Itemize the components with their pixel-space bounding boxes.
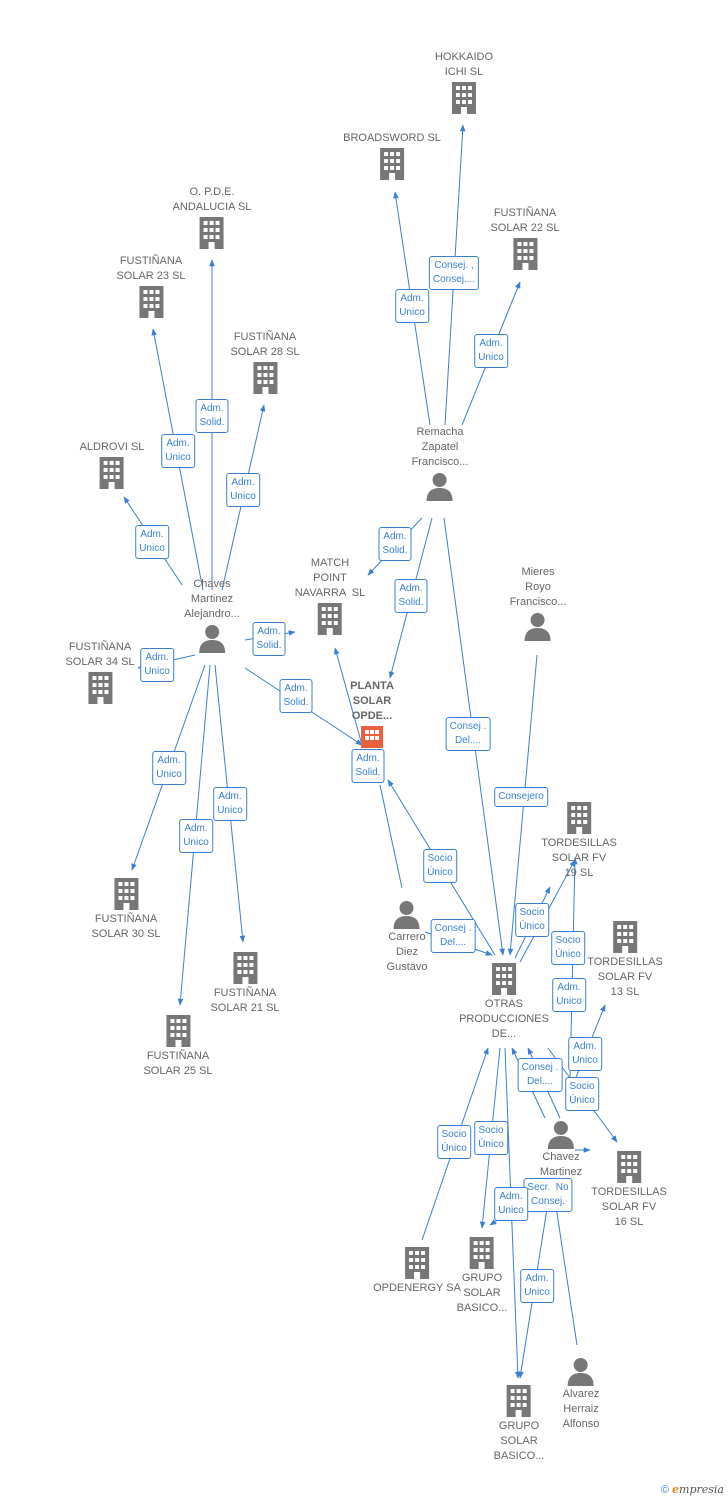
building-icon <box>253 362 277 394</box>
relation-label[interactable]: Adm. Solid. <box>279 679 313 713</box>
relation-label[interactable]: Adm. Solid. <box>351 749 385 783</box>
person-icon <box>567 1358 594 1386</box>
node-fust28[interactable]: FUSTIÑANA SOLAR 28 SL <box>230 330 300 396</box>
node-aldrovi[interactable]: ALDROVI SL <box>80 440 144 491</box>
node-mieres[interactable]: Mieres Royo Francisco... <box>510 565 566 642</box>
relation-label[interactable]: Adm. Solid. <box>195 399 229 433</box>
building-icon <box>139 286 163 318</box>
edge <box>333 647 363 746</box>
building-icon <box>114 878 138 910</box>
node-carrero[interactable]: Carrero Diez Gustavo <box>387 898 427 975</box>
building-icon <box>492 963 516 995</box>
node-planta-solar-focus[interactable]: PLANTA SOLAR OPDE... <box>350 679 394 750</box>
building-icon <box>612 921 637 953</box>
node-tordesillas-19[interactable]: TORDESILLAS SOLAR FV 19 SL <box>541 800 617 881</box>
node-fust23[interactable]: FUSTIÑANA SOLAR 23 SL <box>116 254 186 320</box>
relation-label[interactable]: Socio Único <box>515 903 549 937</box>
building-focus-icon <box>360 726 383 748</box>
node-alvarez[interactable]: Alvarez Herraiz Alfonso <box>563 1355 599 1432</box>
relation-label[interactable]: Adm. Unico <box>179 819 213 853</box>
node-fust30[interactable]: FUSTIÑANA SOLAR 30 SL <box>91 876 161 942</box>
edge <box>554 1199 578 1346</box>
relation-label[interactable]: Adm. Unico <box>152 751 186 785</box>
relation-label[interactable]: Consej . Del.... <box>517 1058 563 1092</box>
empresia-logo: empresia <box>672 1483 724 1496</box>
building-icon <box>616 1151 641 1183</box>
relation-label[interactable]: Consej . Del.... <box>430 919 476 953</box>
relation-label[interactable]: Adm. Solid. <box>252 622 286 656</box>
person-icon <box>524 613 551 641</box>
node-fust21[interactable]: FUSTIÑANA SOLAR 21 SL <box>210 950 280 1016</box>
building-icon <box>200 217 224 249</box>
person-icon <box>426 473 453 501</box>
relation-label[interactable]: Adm. Unico <box>135 525 169 559</box>
relation-label[interactable]: Adm. Unico <box>213 787 247 821</box>
relation-label[interactable]: Socio Único <box>474 1121 508 1155</box>
relation-label[interactable]: Adm. Unico <box>226 473 260 507</box>
relation-label[interactable]: Adm. Unico <box>395 289 429 323</box>
node-match-point[interactable]: MATCH POINT NAVARRA SL <box>295 556 365 637</box>
building-icon <box>404 1247 429 1279</box>
relation-label[interactable]: Socio Único <box>437 1125 471 1159</box>
building-icon <box>451 82 476 114</box>
building-icon <box>566 802 591 834</box>
building-icon <box>379 148 404 180</box>
node-chaves[interactable]: Chaves Martinez Alejandro... <box>184 577 240 654</box>
relation-label[interactable]: Adm. Unico <box>474 334 508 368</box>
relation-label[interactable]: Socio Único <box>565 1077 599 1111</box>
node-tordesillas-16[interactable]: TORDESILLAS SOLAR FV 16 SL <box>591 1149 667 1230</box>
building-icon <box>507 1385 531 1417</box>
node-hokkaido[interactable]: HOKKAIDO ICHI SL <box>435 50 493 116</box>
node-broadsword[interactable]: BROADSWORD SL <box>343 131 441 182</box>
building-icon <box>166 1015 190 1047</box>
relation-label[interactable]: Adm. Solid. <box>394 579 428 613</box>
node-fust22[interactable]: FUSTIÑANA SOLAR 22 SL <box>490 206 560 272</box>
node-grupo-solar-2[interactable]: GRUPO SOLAR BASICO... <box>494 1383 544 1464</box>
building-icon <box>100 457 124 489</box>
relation-label[interactable]: Secr. No Consej. <box>523 1178 573 1212</box>
person-icon <box>199 625 225 653</box>
node-opdenergy[interactable]: OPDENERGY SA <box>373 1245 461 1296</box>
edge <box>379 784 403 889</box>
relation-label[interactable]: Adm. Unico <box>140 648 174 682</box>
person-icon <box>394 901 420 929</box>
relation-label[interactable]: Adm. Unico <box>552 978 586 1012</box>
relation-label[interactable]: Socio Único <box>423 849 457 883</box>
person-icon <box>548 1121 574 1149</box>
relation-label[interactable]: Adm. Unico <box>568 1037 602 1071</box>
node-fust25[interactable]: FUSTIÑANA SOLAR 25 SL <box>143 1013 213 1079</box>
relation-label[interactable]: Socio Único <box>551 931 585 965</box>
relation-label[interactable]: Consej . Del.... <box>445 717 491 751</box>
relation-label[interactable]: Consej. , Consej.... <box>428 256 480 290</box>
relation-label[interactable]: Adm. Unico <box>161 434 195 468</box>
building-icon <box>513 238 537 270</box>
building-icon <box>470 1237 494 1269</box>
node-otras-producciones[interactable]: OTRAS PRODUCCIONES DE... <box>459 961 549 1042</box>
relation-label[interactable]: Consejero <box>494 787 548 807</box>
footer-brand[interactable]: © empresia <box>661 1483 724 1496</box>
building-icon <box>233 952 257 984</box>
node-fust34[interactable]: FUSTIÑANA SOLAR 34 SL <box>65 640 135 706</box>
building-icon <box>317 603 342 635</box>
relation-label[interactable]: Adm. Solid. <box>378 527 412 561</box>
copyright-symbol: © <box>660 1484 669 1496</box>
relation-label[interactable]: Adm. Unico <box>494 1187 528 1221</box>
node-grupo-solar-1[interactable]: GRUPO SOLAR BASICO... <box>457 1235 507 1316</box>
node-remacha[interactable]: Remacha Zapatel Francisco... <box>412 425 468 502</box>
node-tordesillas-13[interactable]: TORDESILLAS SOLAR FV 13 SL <box>587 919 663 1000</box>
node-opde-andalucia[interactable]: O. P.D.E. ANDALUCIA SL <box>173 185 251 251</box>
relation-label[interactable]: Adm. Unico <box>520 1269 554 1303</box>
building-icon <box>88 672 112 704</box>
